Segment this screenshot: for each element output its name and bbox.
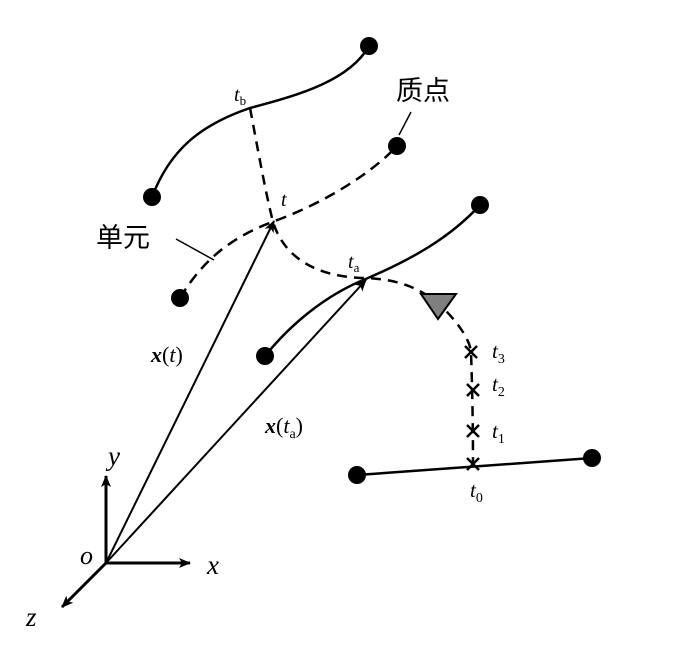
node-dashed-end bbox=[388, 137, 406, 155]
cross-t0 bbox=[466, 457, 480, 471]
label-t3: t3 bbox=[492, 339, 505, 367]
label-t1: t1 bbox=[492, 419, 505, 447]
label-particle: 质点 bbox=[396, 76, 450, 107]
node-top-start bbox=[143, 188, 161, 206]
label-axis-x: x bbox=[206, 550, 219, 580]
triangle-marker bbox=[419, 293, 458, 321]
label-axis-z: z bbox=[25, 602, 37, 632]
node-bottom-start bbox=[348, 466, 366, 484]
label-axis-y: y bbox=[105, 441, 120, 471]
label-vector-x-ta: x(ta) bbox=[264, 413, 303, 442]
element-curve-middle bbox=[264, 204, 481, 357]
label-ta: ta bbox=[348, 251, 360, 275]
node-top-end bbox=[360, 37, 378, 55]
label-tb: tb bbox=[234, 84, 246, 108]
node-bottom-end bbox=[583, 449, 601, 467]
label-t0: t0 bbox=[470, 478, 483, 506]
element-curve-top bbox=[150, 45, 371, 198]
node-middle-start bbox=[256, 347, 274, 365]
label-t2: t2 bbox=[492, 372, 505, 400]
axis-z-arrow bbox=[60, 561, 108, 609]
label-vector-x-t: x(t) bbox=[150, 342, 183, 367]
cross-t1 bbox=[466, 424, 480, 438]
leader-line-element bbox=[175, 238, 215, 261]
particle-trajectory bbox=[248, 107, 475, 466]
cross-t3 bbox=[464, 345, 478, 359]
vector-x-t bbox=[105, 220, 275, 564]
label-origin: o bbox=[80, 541, 93, 570]
leader-line-particle bbox=[398, 111, 412, 136]
vector-x-ta bbox=[105, 279, 367, 564]
cross-t2 bbox=[466, 383, 480, 397]
node-middle-end bbox=[471, 196, 489, 214]
dashed-element-curve bbox=[178, 145, 398, 299]
label-t-current: t bbox=[281, 189, 287, 211]
node-dashed-start bbox=[171, 289, 189, 307]
label-element: 单元 bbox=[96, 223, 150, 254]
